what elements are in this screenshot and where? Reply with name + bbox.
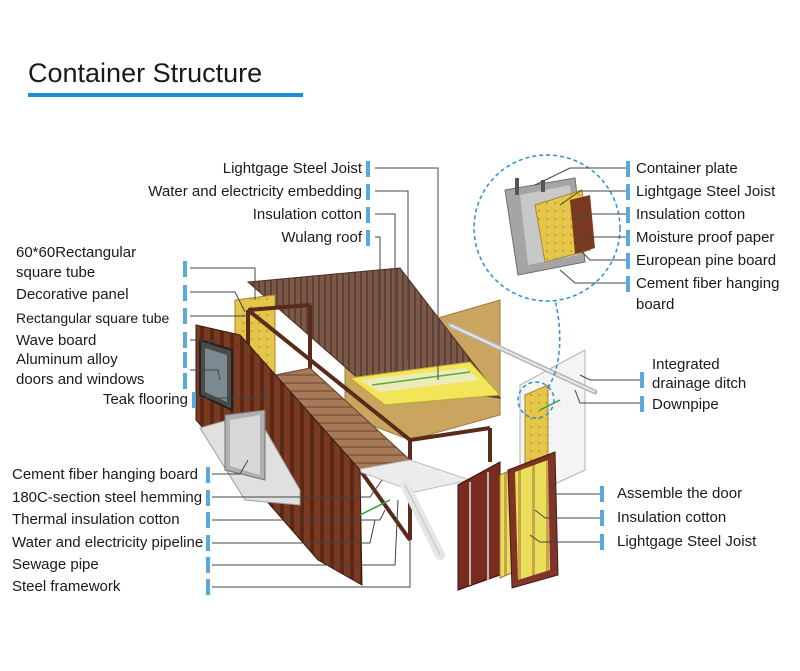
label-insulation-cotton-top: Insulation cotton bbox=[252, 206, 362, 223]
roof-insulation-strip bbox=[348, 361, 502, 406]
label-lightgage-steel-joist-detail: Lightgage Steel Joist bbox=[636, 183, 776, 200]
label-marker bbox=[600, 486, 604, 502]
label-assemble-door: Assemble the door bbox=[617, 485, 743, 502]
sewage-pipe bbox=[359, 480, 445, 560]
label-marker bbox=[366, 207, 370, 223]
label-moisture-proof-paper: Moisture proof paper bbox=[636, 229, 775, 246]
label-aluminum-alloy: Aluminum alloy bbox=[16, 351, 118, 368]
label-marker bbox=[183, 352, 187, 368]
label-marker bbox=[626, 184, 630, 200]
label-marker bbox=[183, 308, 187, 324]
label-marker bbox=[206, 467, 210, 483]
label-marker bbox=[206, 535, 210, 551]
label-integrated: Integrated bbox=[652, 356, 720, 373]
label-marker bbox=[183, 261, 187, 277]
label-downpipe: Downpipe bbox=[652, 396, 719, 413]
label-marker bbox=[366, 230, 370, 246]
label-marker bbox=[626, 207, 630, 223]
label-water-electricity-embedding: Water and electricity embedding bbox=[148, 183, 362, 200]
detail-connector bbox=[517, 299, 561, 419]
wulang-roof-panel bbox=[246, 267, 502, 399]
label-european-pine-board: European pine board bbox=[636, 252, 777, 269]
label-marker bbox=[640, 372, 644, 388]
label-drainage-ditch: drainage ditch bbox=[652, 375, 747, 392]
label-rectangular-square-tube: Rectangular square tube bbox=[16, 310, 170, 326]
label-cement-fiber-hanging: Cement fiber hanging bbox=[636, 275, 780, 292]
label-marker bbox=[366, 161, 370, 177]
label-lightgage-steel-joist-door: Lightgage Steel Joist bbox=[617, 533, 757, 550]
label-decorative-panel: Decorative panel bbox=[16, 286, 129, 303]
label-wulang-roof: Wulang roof bbox=[281, 229, 362, 246]
label-marker bbox=[600, 510, 604, 526]
label-marker bbox=[600, 534, 604, 550]
label-water-electricity-pipeline: Water and electricity pipeline bbox=[12, 534, 204, 551]
label-steel-framework: Steel framework bbox=[12, 578, 121, 595]
container-door-right bbox=[507, 451, 559, 589]
label-doors-windows: doors and windows bbox=[16, 371, 145, 388]
container-door-left bbox=[457, 461, 501, 591]
label-c-section-steel-hemming: 180C-section steel hemming bbox=[12, 489, 203, 506]
label-cement-fiber-hanging-board: Cement fiber hanging board bbox=[12, 466, 198, 483]
label-marker bbox=[183, 332, 187, 348]
label-marker bbox=[183, 285, 187, 301]
title-underline bbox=[28, 93, 303, 97]
label-marker bbox=[183, 373, 187, 389]
label-marker bbox=[206, 512, 210, 528]
label-marker bbox=[626, 230, 630, 246]
label-marker bbox=[366, 184, 370, 200]
label-cement-fiber-board-line2: board bbox=[636, 296, 675, 313]
wall-detail-callout bbox=[473, 154, 621, 302]
label-teak-flooring: Teak flooring bbox=[102, 391, 188, 408]
label-insulation-cotton-door: Insulation cotton bbox=[617, 509, 727, 526]
label-container-plate: Container plate bbox=[636, 160, 738, 177]
label-insulation-cotton-detail: Insulation cotton bbox=[636, 206, 746, 223]
label-marker bbox=[192, 392, 196, 408]
drainage-gutter bbox=[447, 322, 598, 395]
page-title: Container Structure bbox=[28, 58, 263, 88]
label-rectangular-tube-60: 60*60Rectangular bbox=[16, 244, 137, 261]
label-thermal-insulation-cotton: Thermal insulation cotton bbox=[12, 511, 180, 528]
label-marker bbox=[626, 276, 630, 292]
leader-lines bbox=[190, 167, 640, 588]
label-marker bbox=[206, 557, 210, 573]
label-sewage-pipe: Sewage pipe bbox=[12, 556, 99, 573]
label-marker bbox=[626, 253, 630, 269]
label-marker bbox=[206, 579, 210, 595]
label-wave-board: Wave board bbox=[16, 332, 97, 349]
label-marker bbox=[640, 396, 644, 412]
label-marker bbox=[206, 490, 210, 506]
steel-frame bbox=[246, 303, 492, 542]
cement-fiber-board bbox=[199, 409, 301, 506]
label-lightgage-steel-joist-top: Lightgage Steel Joist bbox=[222, 160, 362, 177]
label-marker bbox=[626, 161, 630, 177]
label-square-tube: square tube bbox=[16, 264, 96, 281]
aluminum-window bbox=[199, 338, 233, 412]
